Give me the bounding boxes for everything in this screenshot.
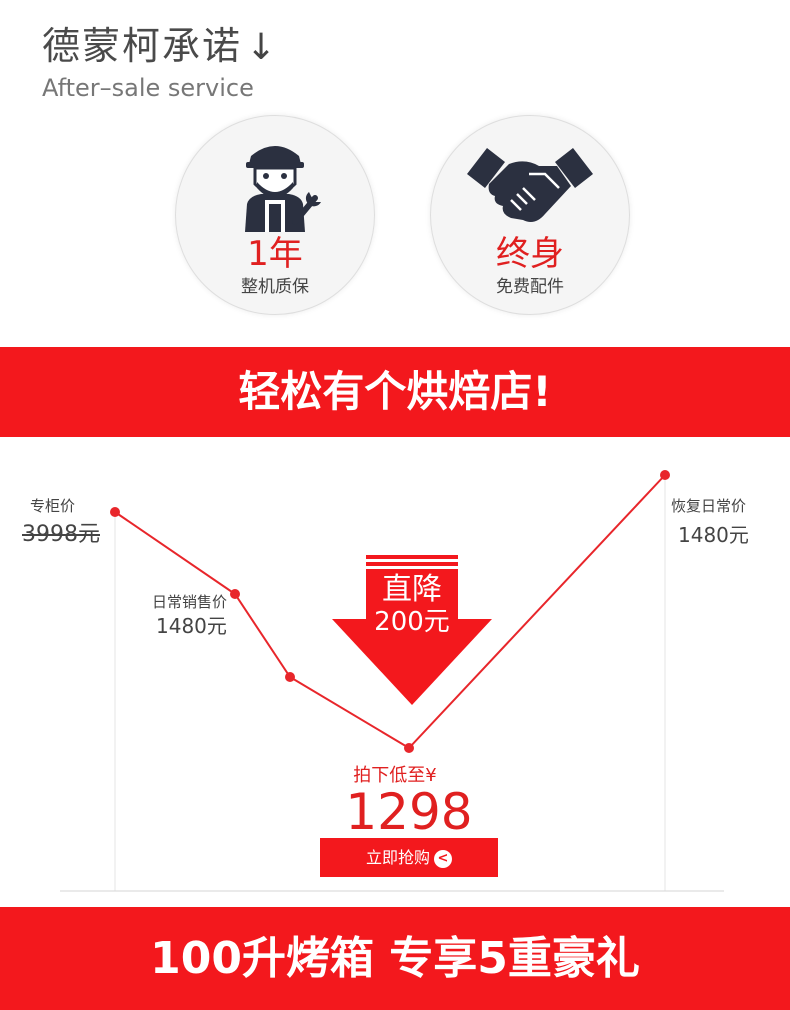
drop-arrow-icon <box>332 555 492 705</box>
down-arrow-icon: ↓ <box>246 27 279 68</box>
chevron-left-icon: < <box>434 849 452 868</box>
counter-price-label: 专柜价 <box>30 497 76 515</box>
buy-now-label: 立即抢购 <box>365 848 430 867</box>
restore-price-value: 1480元 <box>678 523 749 547</box>
banner-top: 轻松有个烘焙店! <box>0 347 790 437</box>
banner-bottom: 100升烤箱 专享5重豪礼 <box>0 907 790 1010</box>
warranty-circle: 1年 整机质保 <box>175 115 375 315</box>
warranty-label: 整机质保 <box>241 277 309 297</box>
header-title: 德蒙柯承诺↓ <box>42 22 278 72</box>
point-lowest <box>404 743 414 753</box>
counter-price-value: 3998元 <box>22 522 100 547</box>
point-counter <box>110 507 120 517</box>
handshake-icon <box>465 144 595 232</box>
restore-price-label: 恢复日常价 <box>671 497 747 515</box>
warranty-years: 1年 <box>247 234 303 274</box>
lowest-price-value: 1298 <box>345 783 473 841</box>
drop-amount: 200元 <box>374 607 450 637</box>
point-daily <box>230 589 240 599</box>
point-mid <box>285 672 295 682</box>
header-subtitle: After–sale service <box>42 74 254 102</box>
parts-circle: 终身 免费配件 <box>430 115 630 315</box>
buy-now-button[interactable]: 立即抢购< <box>320 838 498 877</box>
mechanic-icon <box>229 138 321 236</box>
point-restore <box>660 470 670 480</box>
price-chart: 专柜价 3998元 日常销售价 1480元 恢复日常价 1480元 直降 200… <box>0 437 790 907</box>
price-chart-svg <box>60 470 724 892</box>
daily-price-value: 1480元 <box>156 614 227 638</box>
drop-badge: 直降 200元 <box>366 567 458 639</box>
parts-label: 免费配件 <box>496 277 564 297</box>
lowest-price-label: 拍下低至¥ <box>353 765 437 786</box>
title-text: 德蒙柯承诺 <box>42 24 243 68</box>
daily-price-label: 日常销售价 <box>152 593 228 611</box>
header: 德蒙柯承诺↓ After–sale service <box>42 22 278 102</box>
drop-label: 直降 <box>382 572 442 607</box>
parts-duration: 终身 <box>496 234 564 274</box>
